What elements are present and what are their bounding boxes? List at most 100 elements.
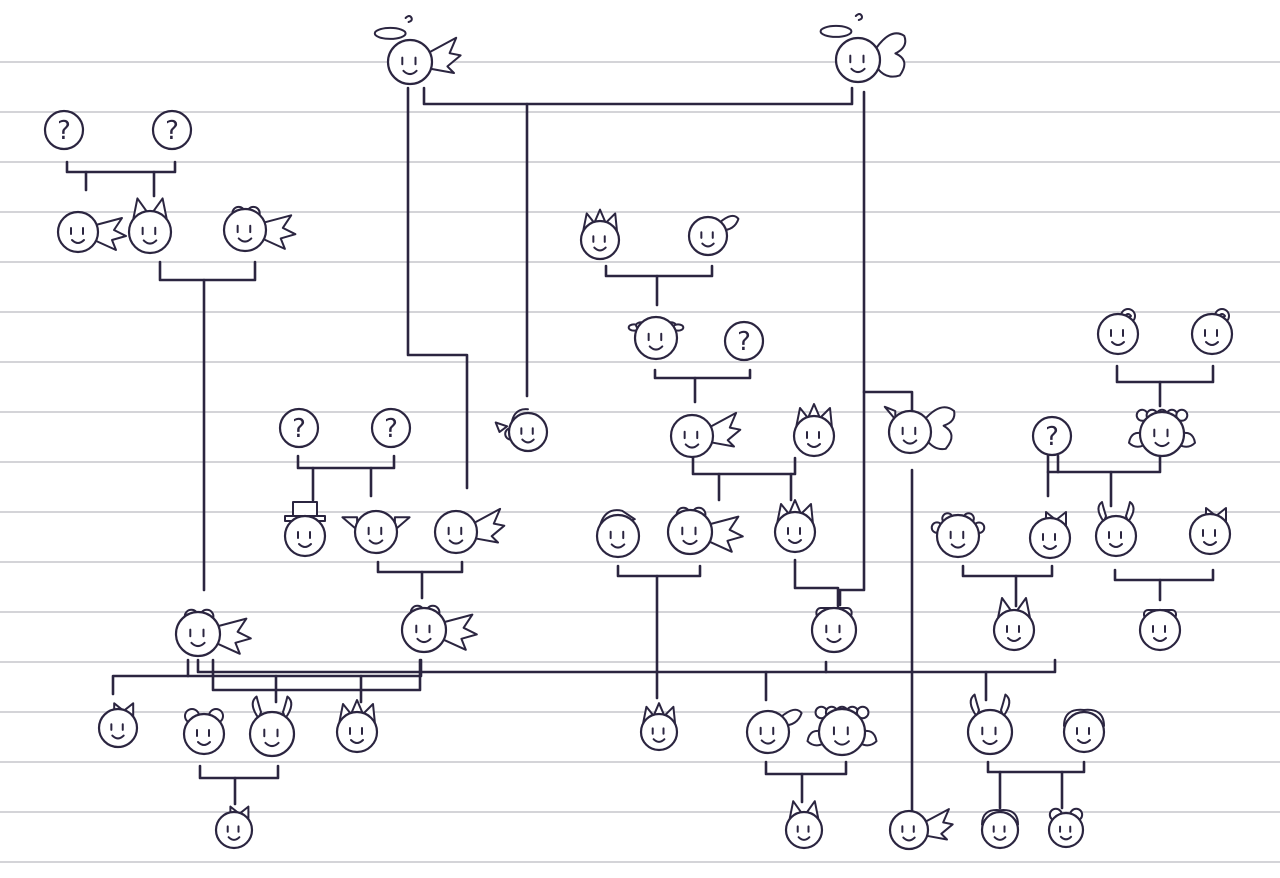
face-icon (935, 513, 981, 559)
eyes-icon (992, 825, 1006, 833)
eyes-icon (70, 227, 84, 235)
unknown-parent-node: ? (43, 109, 85, 151)
unknown-circle (151, 109, 193, 151)
member-bow-face (1188, 507, 1232, 556)
mouth-icon (1111, 341, 1125, 346)
member-visor-bat (174, 608, 252, 658)
face-icon (834, 36, 882, 84)
relation-line (604, 264, 714, 278)
mouth-icon (1153, 637, 1167, 642)
relation-line (422, 86, 854, 106)
unknown-circle (370, 407, 412, 449)
eyes-icon (832, 726, 849, 736)
eyes-icon (787, 527, 801, 535)
eyes-icon (1042, 533, 1056, 541)
eyes-icon (681, 526, 697, 536)
eyes-icon (1006, 625, 1020, 633)
member-visor-kid (1138, 608, 1182, 652)
bat-wings-icon (91, 217, 127, 251)
relation-line (616, 564, 702, 578)
member-rose-b (1190, 308, 1234, 356)
eyes-icon (415, 624, 431, 634)
member-crown-curl (806, 705, 878, 757)
member-star-brow (745, 708, 803, 755)
face-icon (353, 509, 399, 555)
member-pale-wing (888, 808, 954, 851)
relation-line (158, 260, 257, 282)
face-icon (792, 414, 836, 458)
face-icon (1188, 512, 1232, 556)
eyes-icon (226, 825, 240, 833)
relation-line (986, 760, 1086, 774)
member-elf-left (341, 509, 411, 555)
relation-line (196, 658, 1057, 674)
face-icon (810, 606, 858, 654)
member-horn-wing (248, 695, 296, 758)
face-icon (887, 409, 933, 455)
face-icon (980, 810, 1020, 850)
unknown-circle (43, 109, 85, 151)
mouth-icon (1007, 637, 1021, 642)
eyes-icon (196, 729, 210, 737)
face-icon (400, 606, 448, 654)
face-icon (335, 710, 379, 754)
mouth-icon (350, 739, 364, 744)
face-icon (992, 608, 1036, 652)
relation-line (691, 456, 797, 476)
unknown-label: ? (384, 414, 398, 444)
face-icon (669, 413, 715, 459)
member-bow-tiny (214, 805, 254, 850)
mouth-icon (227, 836, 241, 841)
mouth-icon (902, 836, 916, 842)
mouth-icon (652, 738, 666, 743)
member-leaf-boy (579, 208, 621, 261)
face-icon (127, 209, 173, 255)
member-rose-a (1096, 308, 1140, 356)
mouth-icon (610, 543, 626, 549)
horns-icon (969, 693, 1011, 718)
eyes-icon (520, 427, 534, 435)
mouth-icon (701, 242, 715, 248)
unknown-label: ? (165, 116, 179, 146)
mouth-icon (1059, 835, 1073, 841)
member-unicorn (966, 693, 1014, 756)
member-headphones (494, 408, 549, 453)
face-icon (966, 708, 1014, 756)
eyes-icon (981, 726, 997, 736)
face-icon (639, 712, 679, 752)
mouth-icon (1203, 541, 1217, 546)
member-cat-spiky (56, 210, 127, 254)
member-little-bun (1047, 807, 1085, 849)
member-goggle-wing (666, 506, 744, 556)
member-smudge-cat (784, 800, 824, 850)
eyes-icon (367, 526, 383, 536)
mouth-icon (1205, 341, 1219, 346)
eyes-icon (759, 726, 775, 736)
face-icon (687, 215, 729, 257)
eyes-icon (1076, 727, 1090, 735)
face-icon (817, 707, 867, 757)
face-icon (1190, 312, 1234, 356)
member-mid-cheer (669, 411, 742, 459)
mouth-icon (71, 239, 85, 244)
face-icon (888, 809, 930, 851)
face-icon (214, 810, 254, 850)
face-icon (433, 509, 479, 555)
eyes-icon (901, 825, 915, 833)
eyes-icon (796, 825, 810, 833)
member-ram-horn (1094, 501, 1138, 558)
eyes-icon (825, 624, 841, 634)
wings-icon (471, 507, 506, 544)
relation-line (65, 160, 177, 174)
member-top-hat (283, 501, 327, 558)
face-icon (595, 513, 641, 559)
eyes-icon (1202, 529, 1216, 537)
face-icon (745, 709, 791, 755)
mouth-icon (298, 543, 312, 548)
unknown-parent-node: ? (278, 407, 320, 449)
wings-icon (707, 411, 742, 448)
unknown-circle (278, 407, 320, 449)
face-icon (1138, 410, 1186, 458)
mouth-icon (950, 543, 966, 549)
mouth-icon (142, 239, 158, 245)
